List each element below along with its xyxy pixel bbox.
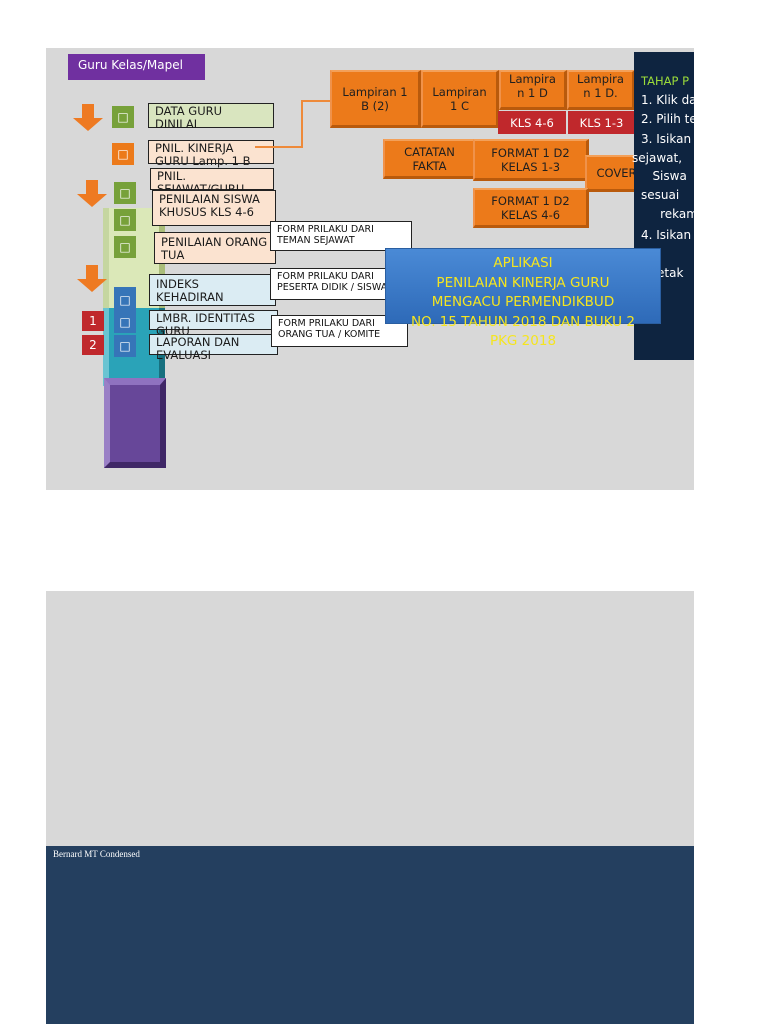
- number-badge[interactable]: 1: [82, 311, 104, 331]
- square-glyph-icon[interactable]: □: [114, 335, 136, 357]
- aplikasi-line: PENILAIAN KINERJA GURU: [436, 274, 610, 291]
- tahap-line: 4. Isikan: [641, 228, 692, 242]
- sidebar-item-penilaian-siswa[interactable]: PENILAIAN SISWA KHUSUS KLS 4-6: [152, 190, 276, 226]
- kls-4-6-button[interactable]: KLS 4-6: [498, 111, 566, 134]
- sidebar-item-orang-tua[interactable]: PENILAIAN ORANG TUA: [154, 232, 276, 264]
- sidebar-item-sejawat[interactable]: PNIL. SEJAWAT/GURU: [150, 168, 274, 196]
- aplikasi-line: MENGACU PERMENDIKBUD: [431, 294, 615, 310]
- format-1d2-kelas-1-3-button[interactable]: FORMAT 1 D2 KELAS 1-3: [473, 139, 589, 181]
- aplikasi-line: NO. 15 TAHUN 2018 DAN BUKU 2: [411, 313, 635, 330]
- aplikasi-line: APLIKASI: [493, 255, 553, 271]
- square-glyph-icon[interactable]: □: [114, 287, 136, 313]
- square-glyph-icon[interactable]: □: [112, 106, 134, 128]
- tahap-line: sesuai: [641, 188, 680, 202]
- tahap-line: 1. Klik da: [641, 93, 697, 107]
- sidebar-item-identitas-guru[interactable]: LMBR. IDENTITAS GURU: [149, 310, 278, 338]
- aplikasi-line: PKG 2018: [489, 333, 557, 349]
- lampiran-1c-button[interactable]: Lampiran 1 C: [421, 70, 499, 128]
- down-arrow-icon: [73, 104, 103, 132]
- lampiran-1d-dot-button[interactable]: Lampira n 1 D.: [567, 70, 635, 110]
- bottom-band: [46, 846, 694, 1024]
- square-glyph-icon[interactable]: □: [112, 143, 134, 165]
- tahap-line: rekam: [641, 207, 698, 221]
- aplikasi-banner: [385, 248, 661, 324]
- sidebar-item-data-guru[interactable]: DATA GURU DINILAI: [148, 103, 274, 131]
- square-glyph-icon[interactable]: □: [114, 209, 136, 231]
- lampiran-1d-button[interactable]: Lampira n 1 D: [499, 70, 567, 110]
- square-glyph-icon[interactable]: □: [114, 182, 136, 204]
- decorative-purple-block: [104, 378, 166, 468]
- page-title: Guru Kelas/Mapel: [68, 54, 205, 80]
- down-arrow-icon: [77, 265, 107, 293]
- bottom-slide: [46, 591, 694, 846]
- lampiran-1b2-button[interactable]: Lampiran 1 B (2): [330, 70, 421, 128]
- catatan-fakta-button[interactable]: CATATAN FAKTA: [383, 139, 477, 179]
- tahap-line: 2. Pilih te: [641, 112, 697, 126]
- aplikasi-text: APLIKASI PENILAIAN KINERJA GURU MENGACU …: [385, 254, 661, 354]
- format-1d2-kelas-4-6-button[interactable]: FORMAT 1 D2 KELAS 4-6: [473, 188, 589, 228]
- down-arrow-icon: [77, 180, 107, 208]
- sidebar-item-laporan-evaluasi[interactable]: LAPORAN DAN EVALUASI: [149, 334, 278, 362]
- number-badge[interactable]: 2: [82, 335, 104, 355]
- tahap-heading: TAHAP P: [641, 74, 690, 88]
- square-glyph-icon[interactable]: □: [114, 236, 136, 258]
- sidebar-item-indeks-kehadiran[interactable]: INDEKS KEHADIRAN: [149, 274, 276, 306]
- tahap-line: Siswa: [641, 169, 687, 183]
- sidebar-item-kinerja-guru[interactable]: PNIL. KINERJA GURU Lamp. 1 B: [148, 140, 274, 168]
- kls-1-3-button[interactable]: KLS 1-3: [568, 111, 635, 134]
- tahap-line: sejawat,: [632, 151, 683, 165]
- square-glyph-icon[interactable]: □: [114, 311, 136, 333]
- tahap-line: 3. Isikan: [641, 132, 692, 146]
- form-teman-sejawat[interactable]: FORM PRILAKU DARI TEMAN SEJAWAT: [270, 221, 412, 251]
- connector-line: [255, 100, 335, 148]
- font-caption: Bernard MT Condensed: [53, 849, 140, 859]
